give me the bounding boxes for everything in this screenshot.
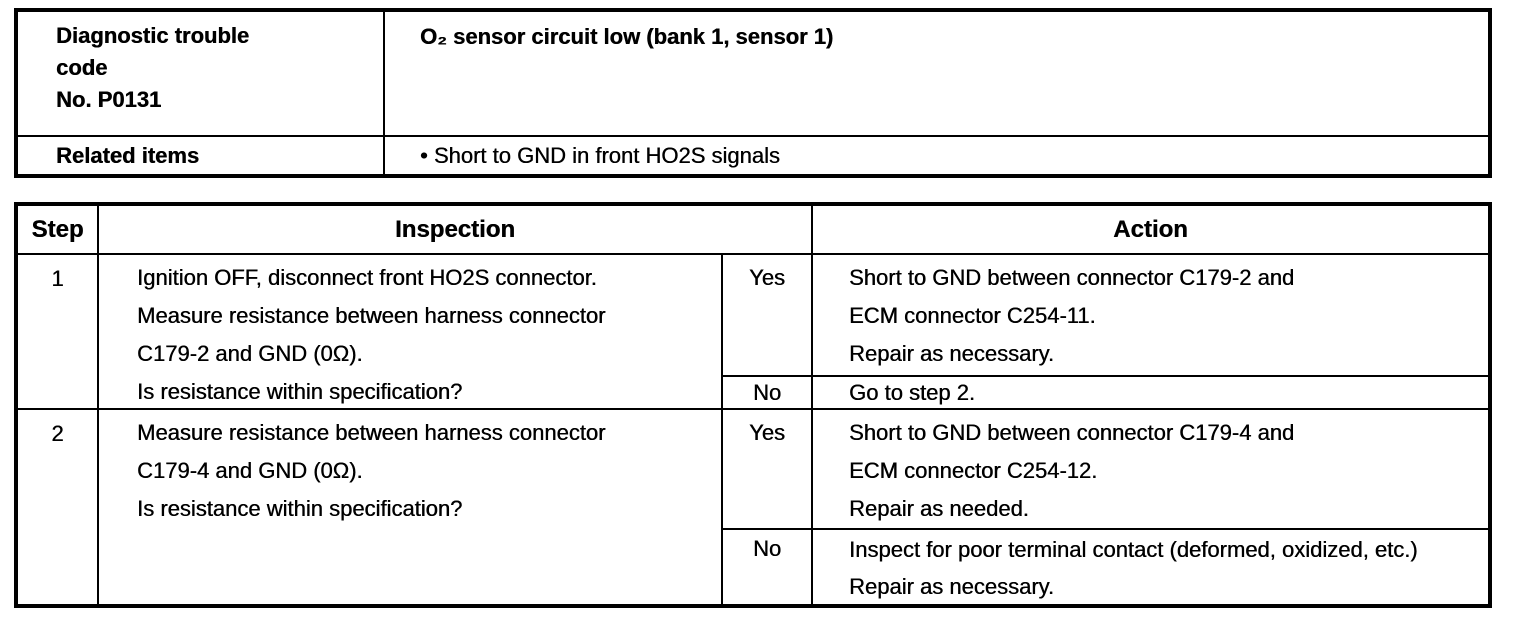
dtc-code-line: Diagnostic trouble (56, 23, 250, 48)
related-items-label: Related items (18, 135, 383, 174)
step-1-yes-label: Yes (721, 253, 811, 375)
inspection-text-line: Is resistance within specification? (137, 496, 463, 521)
action-text-line: ECM connector C254-12. (849, 458, 1098, 483)
column-header-action: Action (811, 206, 1488, 253)
step-2-yes-label: Yes (721, 408, 811, 528)
step-2-no-label: No (721, 528, 811, 604)
inspection-text-line: C179-4 and GND (0Ω). (137, 458, 363, 483)
step-1-no-action-cell: Go to step 2. (811, 375, 1488, 408)
step-2-number: 2 (18, 408, 97, 604)
column-header-step: Step (31, 215, 84, 243)
inspection-text-line: Ignition OFF, disconnect front HO2S conn… (137, 265, 597, 290)
action-text-line: Short to GND between connector C179-2 an… (849, 265, 1295, 290)
step-2-yes-action-cell: Short to GND between connector C179-4 an… (811, 408, 1488, 528)
related-items-label-text: Related items (56, 142, 200, 168)
action-text-line: Short to GND between connector C179-4 an… (849, 420, 1295, 445)
action-text-line: ECM connector C254-11. (849, 303, 1096, 328)
action-text-line: Inspect for poor terminal contact (defor… (849, 537, 1418, 562)
related-items-value-text: • Short to GND in front HO2S signals (420, 142, 780, 168)
step-2-no-action-cell: Inspect for poor terminal contact (defor… (811, 528, 1488, 604)
action-text-line: Repair as needed. (849, 496, 1029, 521)
inspection-text-line: C179-2 and GND (0Ω). (137, 341, 363, 366)
dtc-header-table: Diagnostic trouble code No. P0131 O₂ sen… (14, 8, 1492, 178)
step-2-inspection-cell: Measure resistance between harness conne… (97, 408, 721, 604)
step-1-yes-action-cell: Short to GND between connector C179-2 an… (811, 253, 1488, 375)
dtc-code-line: No. P0131 (56, 87, 162, 112)
action-text-line: Repair as necessary. (849, 574, 1055, 599)
action-text-line: Go to step 2. (849, 379, 975, 405)
inspection-text-line: Measure resistance between harness conne… (137, 420, 606, 445)
dtc-description-cell: O₂ sensor circuit low (bank 1, sensor 1) (383, 12, 1488, 135)
related-items-value: • Short to GND in front HO2S signals (383, 135, 1488, 174)
action-text-line: Repair as necessary. (849, 341, 1055, 366)
step-1-no-label: No (721, 375, 811, 408)
diagnostic-steps-table: Step Inspection Action 1 Ignition OFF, d… (14, 202, 1492, 608)
column-header-inspection: Inspection (97, 206, 811, 253)
step-1-number: 1 (18, 253, 97, 408)
inspection-text-line: Is resistance within specification? (137, 379, 463, 404)
step-1-inspection-cell: Ignition OFF, disconnect front HO2S conn… (97, 253, 721, 408)
dtc-description-text: O₂ sensor circuit low (bank 1, sensor 1) (420, 24, 834, 49)
dtc-code-cell: Diagnostic trouble code No. P0131 (18, 12, 383, 135)
inspection-text-line: Measure resistance between harness conne… (137, 303, 606, 328)
dtc-code-line: code (56, 55, 108, 80)
